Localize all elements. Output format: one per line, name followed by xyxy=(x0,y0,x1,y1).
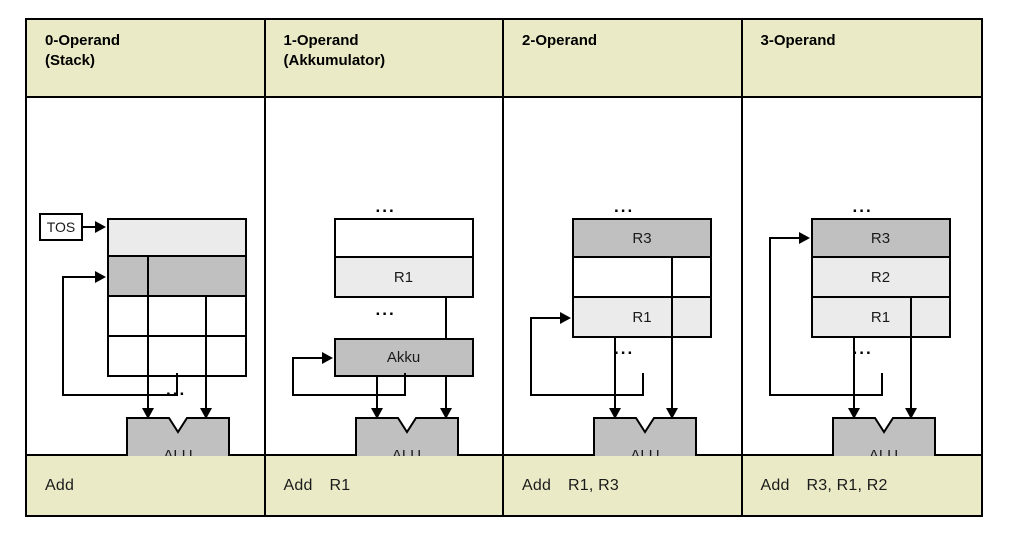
diagram-cell-two-operand: ... R3 R1 ... xyxy=(504,98,743,475)
tos-connector-line xyxy=(83,226,97,228)
operand-comparison-table: 0-Operand (Stack) 1-Operand (Akkumulator… xyxy=(25,18,983,517)
operand-arrow-left-icon xyxy=(609,408,621,419)
register-row-r1: R1 xyxy=(810,298,951,338)
register-ellipsis-bottom: ... xyxy=(614,339,635,358)
stack-internal-divider-right xyxy=(205,297,207,377)
table-header-row: 0-Operand (Stack) 1-Operand (Akkumulator… xyxy=(27,20,981,98)
register-ellipsis-top: ... xyxy=(852,197,873,216)
tos-pointer-label: TOS xyxy=(39,213,83,241)
instruction-mnemonic: Add xyxy=(45,476,75,494)
stack-row-3 xyxy=(107,337,247,377)
stack-row-0 xyxy=(107,218,247,257)
header-cell-three-operand: 3-Operand xyxy=(742,20,981,96)
register-row-r1: R1 xyxy=(572,298,712,338)
writeback-arrow-icon xyxy=(321,352,333,364)
writeback-line-top xyxy=(291,357,324,359)
stack-row-2 xyxy=(107,297,247,337)
operand-line-right xyxy=(205,377,207,415)
header-title-line1: 0-Operand xyxy=(45,32,121,49)
writeback-line-top xyxy=(768,237,801,239)
diagram-cell-one-operand: ... R1 ... Akku xyxy=(265,98,504,475)
register-row-empty xyxy=(572,258,712,298)
writeback-line-bottom xyxy=(768,394,883,396)
instruction-mnemonic: Add xyxy=(760,476,790,494)
operand-arrow-right-icon xyxy=(666,408,678,419)
stack-ellipsis: ... xyxy=(166,380,187,399)
table-body-row: TOS xyxy=(27,98,981,475)
register-row-r3: R3 xyxy=(572,218,712,258)
writeback-line-bottom xyxy=(530,394,644,396)
register-ellipsis-bottom: ... xyxy=(375,300,396,319)
diagram-cell-three-operand: ... R3 R2 R1 ... xyxy=(742,98,981,475)
operand-line-left xyxy=(852,338,855,415)
header-title-line1: 1-Operand xyxy=(283,32,359,49)
register-ellipsis-bottom: ... xyxy=(852,339,873,358)
register-ellipsis-top: ... xyxy=(375,197,396,216)
operand-arrow-left-icon xyxy=(142,408,154,419)
operand-line-left xyxy=(147,377,149,415)
register-row-r3: R3 xyxy=(810,218,951,258)
writeback-line-bottom xyxy=(291,394,406,396)
stack-row-1 xyxy=(107,257,247,297)
alu-output-stub xyxy=(642,373,644,396)
instruction-mnemonic: Add xyxy=(522,476,552,494)
header-cell-two-operand: 2-Operand xyxy=(504,20,743,96)
instruction-cell-three-operand: Add R3, R1, R2 xyxy=(742,456,981,515)
instruction-cell-one-operand: Add R1 xyxy=(265,456,504,515)
register-row-0 xyxy=(333,218,474,258)
header-title-line2: (Stack) xyxy=(45,52,96,70)
operand-line-right xyxy=(671,338,673,415)
tos-arrow-icon xyxy=(95,221,106,233)
diagram-cell-zero-operand: TOS xyxy=(27,98,266,475)
instruction-operands: R3, R1, R2 xyxy=(806,476,888,494)
writeback-line-vertical xyxy=(291,357,294,396)
operand-line-left xyxy=(614,338,616,415)
writeback-line-bottom xyxy=(62,394,178,396)
register-internal-divider xyxy=(671,258,673,338)
accumulator-box: Akku xyxy=(333,338,474,377)
operand-line-right xyxy=(909,338,912,415)
operand-arrow-left-icon xyxy=(847,408,860,419)
instruction-operands: R1 xyxy=(329,476,351,494)
writeback-line-vertical xyxy=(62,276,64,396)
header-title-line1: 2-Operand xyxy=(522,32,598,49)
register-row-r2: R2 xyxy=(810,258,951,298)
header-title-line1: 3-Operand xyxy=(760,32,836,49)
instruction-mnemonic: Add xyxy=(283,476,313,494)
register-row-r1: R1 xyxy=(333,258,474,298)
writeback-line-top xyxy=(62,276,97,278)
accumulator-to-alu-line xyxy=(375,377,378,415)
writeback-line-top xyxy=(530,317,562,319)
accumulator-to-alu-arrow-icon xyxy=(370,408,383,419)
alu-output-stub xyxy=(403,373,406,396)
register-feed-arrow-icon xyxy=(439,408,452,419)
writeback-arrow-icon xyxy=(798,232,810,244)
instruction-operands: R1, R3 xyxy=(568,476,619,494)
header-title-line2: (Akkumulator) xyxy=(283,52,386,70)
writeback-arrow-icon xyxy=(95,271,106,283)
stack-internal-divider-left xyxy=(147,257,149,377)
writeback-line-vertical xyxy=(768,237,771,396)
writeback-line-vertical xyxy=(530,317,532,396)
alu-output-stub xyxy=(176,373,178,396)
header-cell-zero-operand: 0-Operand (Stack) xyxy=(27,20,266,96)
register-internal-divider xyxy=(909,298,912,338)
alu-output-stub xyxy=(880,373,883,396)
operand-arrow-right-icon xyxy=(904,408,917,419)
table-footer-row: Add Add R1 Add R1, R3 Add R3, R1, R2 xyxy=(27,454,981,515)
register-ellipsis-top: ... xyxy=(614,197,635,216)
header-cell-one-operand: 1-Operand (Akkumulator) xyxy=(265,20,504,96)
instruction-cell-two-operand: Add R1, R3 xyxy=(504,456,743,515)
instruction-cell-zero-operand: Add xyxy=(27,456,266,515)
operand-arrow-right-icon xyxy=(200,408,212,419)
writeback-arrow-icon xyxy=(560,312,571,324)
